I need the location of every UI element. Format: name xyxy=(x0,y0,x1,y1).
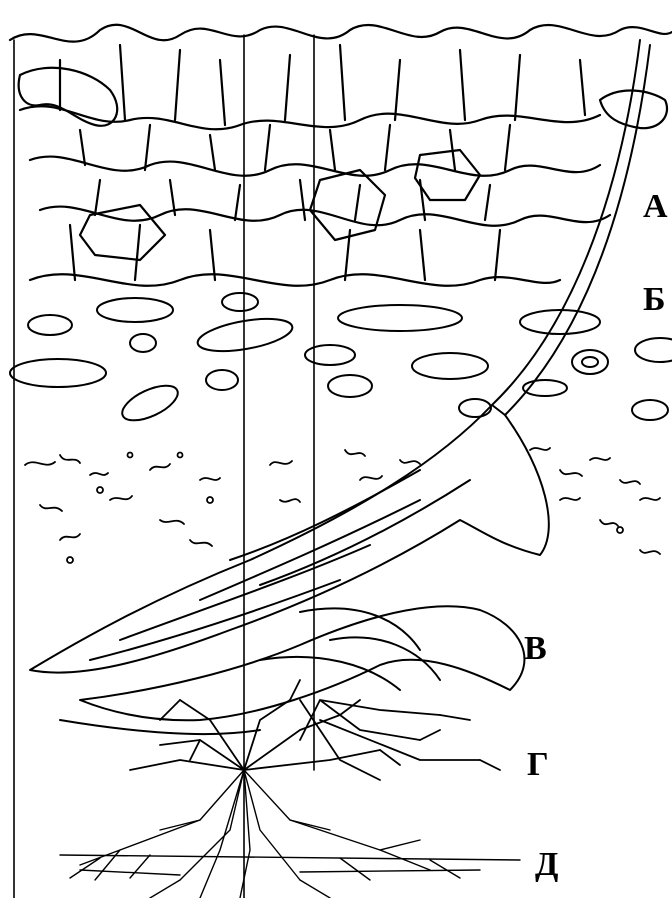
zone-label-g: Г xyxy=(527,748,549,782)
zone-a-tube-network xyxy=(10,25,672,286)
zone-d-root-hairs xyxy=(60,770,520,898)
zone-label-a: А xyxy=(643,190,668,224)
zone-g-roots xyxy=(130,680,500,780)
zone-label-d: Д xyxy=(535,848,558,882)
zone-label-v: В xyxy=(524,632,547,666)
zone-small-fragments xyxy=(25,448,660,563)
main-tube xyxy=(492,40,650,415)
zone-label-b: Б xyxy=(643,283,665,317)
zone-b-tube-fragments xyxy=(10,293,672,427)
zone-v-fan xyxy=(30,405,549,734)
